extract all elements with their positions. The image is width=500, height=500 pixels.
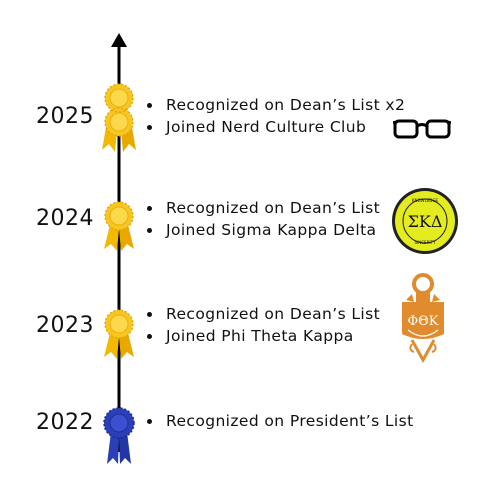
list-item: Joined Sigma Kappa Delta [146,219,380,241]
achievements-list-2024: Recognized on Dean’s List Joined Sigma K… [146,197,380,241]
achievements-list-2023: Recognized on Dean’s List Joined Phi The… [146,303,380,347]
svg-text:SINCERITY: SINCERITY [415,240,436,245]
list-item: Recognized on Dean’s List [146,197,380,219]
year-label-2025: 2025 [36,104,94,129]
key-letters: ΦΘΚ [407,314,438,329]
achievements-list-2022: Recognized on President’s List [146,410,414,432]
gold-award-ribbon-icon [104,201,134,251]
timeline-arrow-icon [111,33,127,47]
gold-award-ribbon-icon [102,83,136,152]
blue-award-ribbon-icon [103,407,135,464]
achievements-list-2025: Recognized on Dean’s List x2 Joined Nerd… [146,94,405,138]
year-label-2022: 2022 [36,410,94,435]
seal-letters: ΣΚΔ [408,212,443,231]
year-label-2024: 2024 [36,206,94,231]
list-item: Joined Phi Theta Kappa [146,325,380,347]
sigma-kappa-delta-seal: ΣΚΔ KNOWLEDGE SINCERITY [392,188,458,254]
list-item: Recognized on Dean’s List x2 [146,94,405,116]
gold-award-ribbon-icon [104,309,134,359]
glasses-icon [393,119,451,139]
list-item: Recognized on Dean’s List [146,303,380,325]
list-item: Recognized on President’s List [146,410,414,432]
list-item: Joined Nerd Culture Club [146,116,405,138]
phi-theta-kappa-key-icon: ΦΘΚ [402,273,444,364]
year-label-2023: 2023 [36,313,94,338]
svg-text:KNOWLEDGE: KNOWLEDGE [412,198,439,203]
